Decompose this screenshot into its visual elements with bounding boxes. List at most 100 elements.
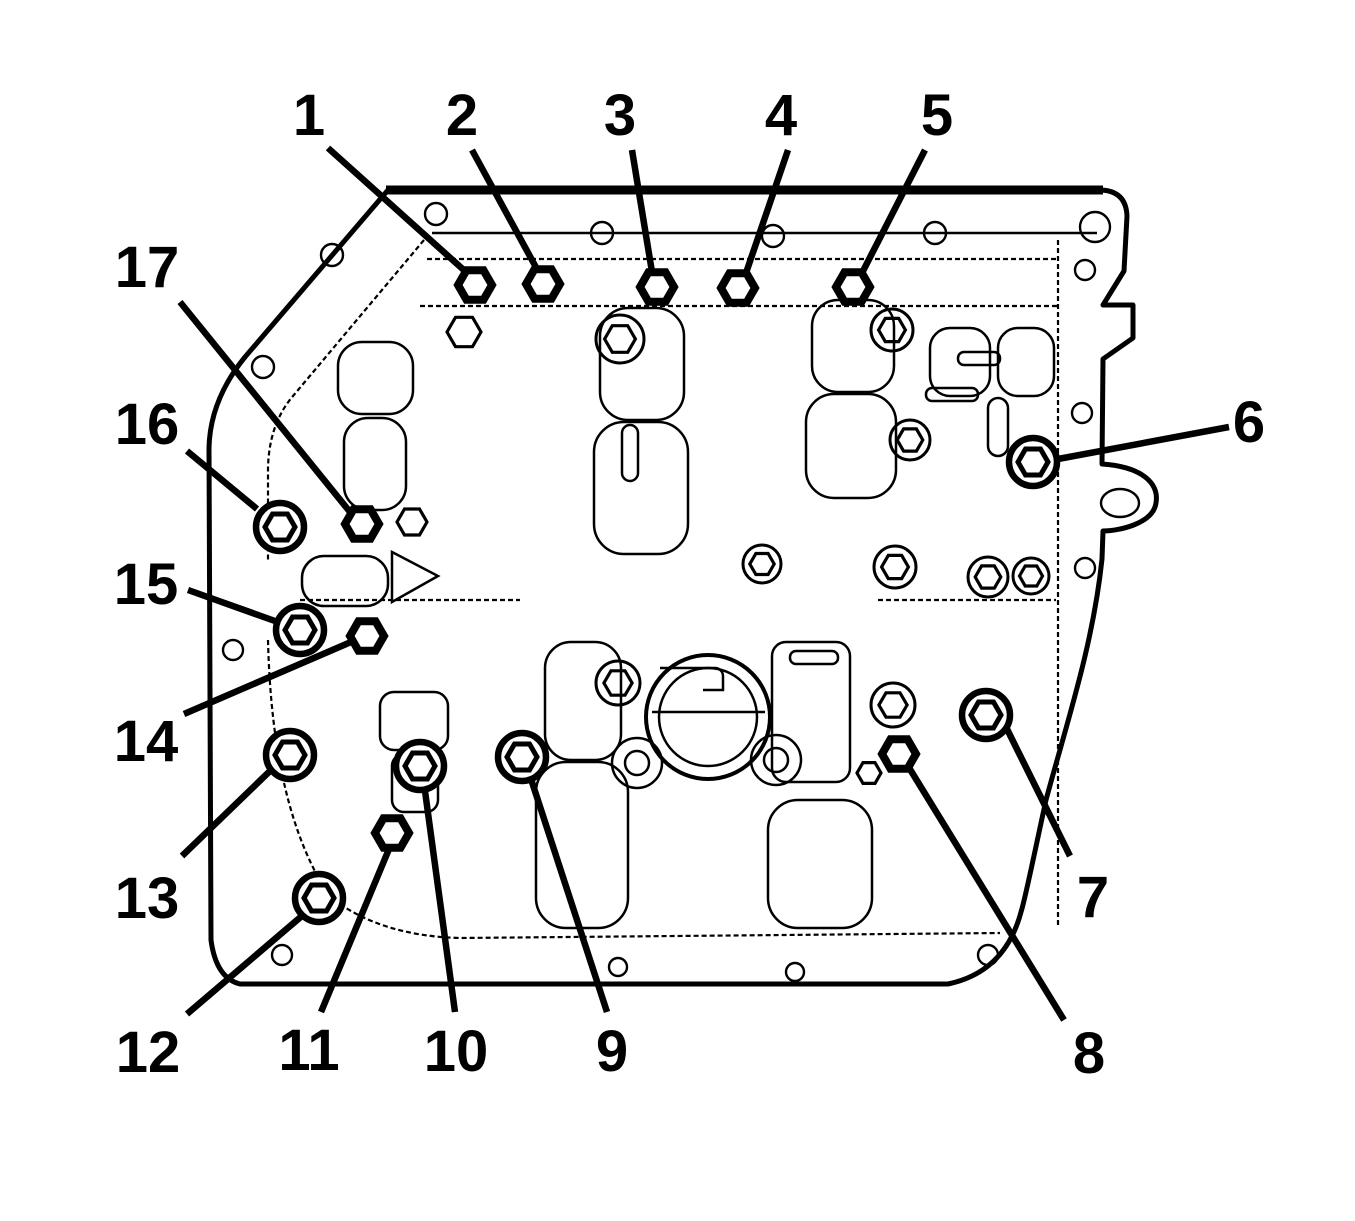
callout-1: 1 — [293, 83, 497, 304]
bolt-hex-head — [1017, 564, 1045, 588]
leader-line-7 — [1004, 727, 1073, 858]
linkage — [924, 386, 980, 403]
gasket-holes — [221, 201, 1112, 983]
leader-line-4 — [742, 148, 792, 275]
valve-bore — [598, 306, 686, 422]
detent-spring — [390, 549, 441, 605]
callout-7: 7 — [958, 687, 1109, 930]
bolt-ring — [291, 870, 347, 926]
gasket-bolt-hole — [922, 220, 948, 246]
bolt-ring — [1005, 434, 1061, 490]
bolt-hex-head — [831, 268, 875, 306]
unnumbered-bolt — [872, 544, 918, 590]
bolt-ring — [741, 543, 783, 585]
callout-label-12: 12 — [116, 1020, 181, 1085]
center-bore-inner — [657, 666, 759, 768]
bolt-4 — [716, 269, 760, 307]
gasket-bolt-hole — [760, 223, 786, 249]
unnumbered-bolt — [869, 307, 915, 353]
leader-line-10 — [421, 790, 459, 1013]
gasket-outline — [206, 185, 1159, 987]
bolt-hex-head — [855, 760, 883, 786]
callout-16: 16 — [115, 392, 308, 555]
unnumbered-bolt — [594, 659, 642, 707]
bolt-hex-head — [504, 741, 540, 773]
bolt-hex-head — [895, 427, 925, 453]
callout-8: 8 — [877, 735, 1105, 1086]
valve-bore — [810, 298, 896, 394]
unnumbered-bolt — [888, 418, 932, 462]
gasket-bolt-hole — [319, 242, 345, 268]
slot — [620, 423, 640, 483]
bolt-ring — [494, 729, 550, 785]
callout-2: 2 — [446, 83, 565, 303]
bolt-hex-head — [445, 315, 483, 349]
gasket-bolt-hole — [250, 354, 276, 380]
center-bore-ear-hole — [762, 746, 790, 774]
bolt-ring — [966, 555, 1010, 599]
callout-13: 13 — [115, 727, 318, 931]
gasket-bolt-hole — [607, 956, 629, 978]
center-bore-ear — [610, 736, 664, 790]
bolt-hex-head — [370, 814, 414, 852]
bolt-hex-head — [282, 614, 318, 646]
bolt-hex-head — [453, 266, 497, 304]
leader-line-1 — [325, 145, 469, 275]
gasket-bolt-hole — [976, 943, 1000, 967]
bolt-17 — [340, 505, 384, 543]
casting-edge — [266, 239, 425, 560]
bolt-8 — [877, 735, 921, 773]
bolt-16 — [252, 499, 308, 555]
bolt-hex-head — [602, 669, 634, 697]
bolt-1 — [453, 266, 497, 304]
callout-10: 10 — [392, 738, 488, 1084]
unnumbered-bolt — [1011, 556, 1051, 596]
bolt-hex-head — [262, 511, 298, 543]
center-bore-bracket — [660, 666, 725, 692]
bolt-2 — [521, 265, 565, 303]
bolt-9 — [494, 729, 550, 785]
casting-edge — [266, 639, 1001, 940]
accumulator-bar — [770, 640, 852, 784]
leader-line-13 — [179, 767, 274, 859]
bolt-hex-head — [301, 882, 337, 914]
casting-detail — [300, 298, 1056, 930]
valve-bore — [804, 392, 898, 500]
leader-line-8 — [905, 764, 1067, 1022]
bolt-ring — [594, 313, 646, 365]
callout-label-6: 6 — [1233, 390, 1265, 455]
bolt-hex-head — [635, 268, 679, 306]
callout-9: 9 — [494, 729, 628, 1084]
bolt-hex-head — [877, 735, 921, 773]
unnumbered-bolt — [594, 313, 646, 365]
valve-bore — [300, 554, 390, 608]
valve-bore — [342, 416, 408, 512]
leader-line-17 — [177, 299, 353, 515]
gasket-bolt-hole — [423, 201, 449, 227]
callout-17: 17 — [115, 235, 384, 543]
callout-label-16: 16 — [115, 392, 180, 457]
bolt-6 — [1005, 434, 1061, 490]
bolt-hex-head — [879, 553, 911, 581]
unnumbered-bolt — [855, 760, 883, 786]
bolt-13 — [262, 727, 318, 783]
bolt-ring — [594, 659, 642, 707]
leader-line-3 — [628, 149, 656, 273]
linkage — [956, 350, 1002, 367]
bolt-12 — [291, 870, 347, 926]
callout-label-1: 1 — [293, 83, 325, 148]
bolt-ring — [888, 418, 932, 462]
center-bore-ear — [749, 733, 803, 787]
unnumbered-bolt — [741, 543, 783, 585]
callout-14: 14 — [114, 617, 389, 774]
bolt-ring — [872, 544, 918, 590]
bolt-ring — [262, 727, 318, 783]
leader-line-6 — [1057, 423, 1230, 463]
leader-line-2 — [469, 148, 541, 273]
bolt-hex-head — [973, 564, 1003, 590]
bolt-ring — [869, 307, 915, 353]
callout-12: 12 — [116, 870, 347, 1085]
